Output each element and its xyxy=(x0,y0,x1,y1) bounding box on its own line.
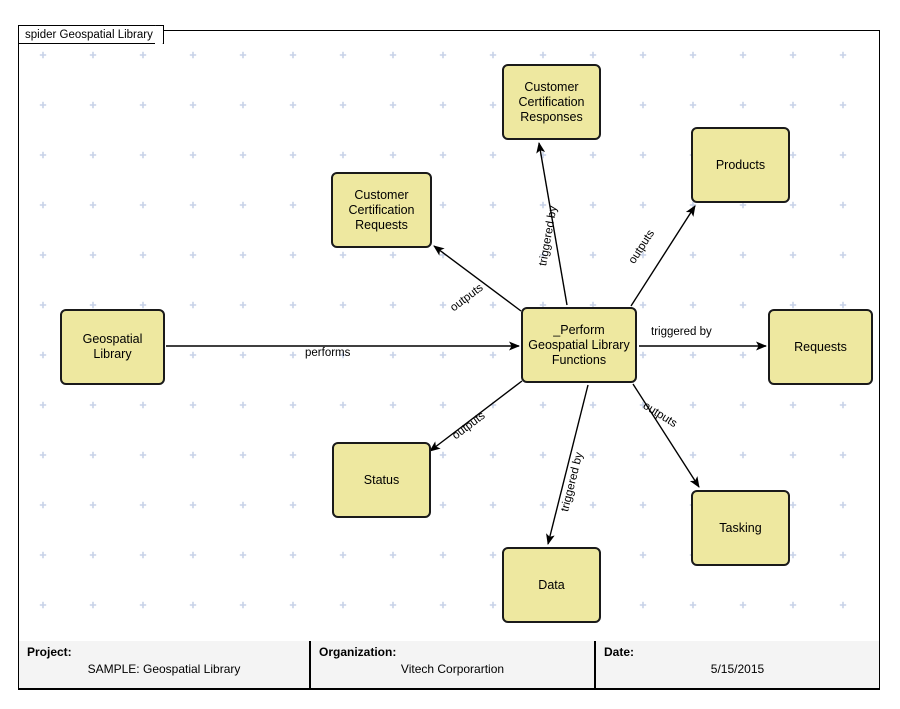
footer-organization-value: Vitech Corporartion xyxy=(400,662,505,676)
node-label: Customer Certification Responses xyxy=(518,79,585,124)
edge-line-outputs-certification-requests xyxy=(433,245,522,312)
node-perform-geospatial-library-functions[interactable]: _Perform Geospatial Library Functions xyxy=(521,307,637,383)
footer-cell-project: Project: SAMPLE: Geospatial Library xyxy=(19,641,309,688)
footer-cell-organization: Organization: Vitech Corporartion xyxy=(309,641,594,688)
node-label: _Perform Geospatial Library Functions xyxy=(528,322,630,367)
node-label: Status xyxy=(363,472,400,487)
diagram-footer: Project: SAMPLE: Geospatial Library Orga… xyxy=(18,641,880,689)
edge-label-performs: performs xyxy=(305,347,351,359)
footer-project-key: Project: xyxy=(27,645,72,659)
node-label: Customer Certification Requests xyxy=(348,187,415,232)
node-label: Geospatial Library xyxy=(82,332,143,361)
footer-date-value: 5/15/2015 xyxy=(710,662,765,676)
node-tasking[interactable]: Tasking xyxy=(691,490,790,566)
node-customer-certification-requests[interactable]: Customer Certification Requests xyxy=(331,172,432,248)
diagram-title-tab: spider Geospatial Library xyxy=(18,25,164,44)
diagram-drawing-surface[interactable]: Customer Certification Responses Product… xyxy=(18,30,880,690)
node-geospatial-library[interactable]: Geospatial Library xyxy=(60,309,165,385)
node-products[interactable]: Products xyxy=(691,127,790,203)
node-data[interactable]: Data xyxy=(502,547,601,623)
footer-cell-date: Date: 5/15/2015 xyxy=(594,641,879,688)
footer-project-value: SAMPLE: Geospatial Library xyxy=(87,662,241,676)
node-customer-certification-responses[interactable]: Customer Certification Responses xyxy=(502,64,601,140)
footer-date-key: Date: xyxy=(604,645,635,659)
edge-line-triggered-by-data xyxy=(546,384,589,545)
edge-line-outputs-tasking xyxy=(632,383,700,488)
edge-line-outputs-products xyxy=(630,205,696,307)
node-label: Products xyxy=(715,157,766,172)
node-requests[interactable]: Requests xyxy=(768,309,873,385)
edge-layer xyxy=(166,142,767,545)
node-label: Tasking xyxy=(719,520,762,535)
node-label: Data xyxy=(538,577,565,592)
edge-line-outputs-status xyxy=(429,380,523,452)
node-status[interactable]: Status xyxy=(332,442,431,518)
node-label: Requests xyxy=(794,339,847,354)
edge-line-triggered-by-certification-responses xyxy=(536,142,568,306)
edge-label-triggered-by-requests: triggered by xyxy=(651,326,712,338)
footer-organization-key: Organization: xyxy=(319,645,397,659)
